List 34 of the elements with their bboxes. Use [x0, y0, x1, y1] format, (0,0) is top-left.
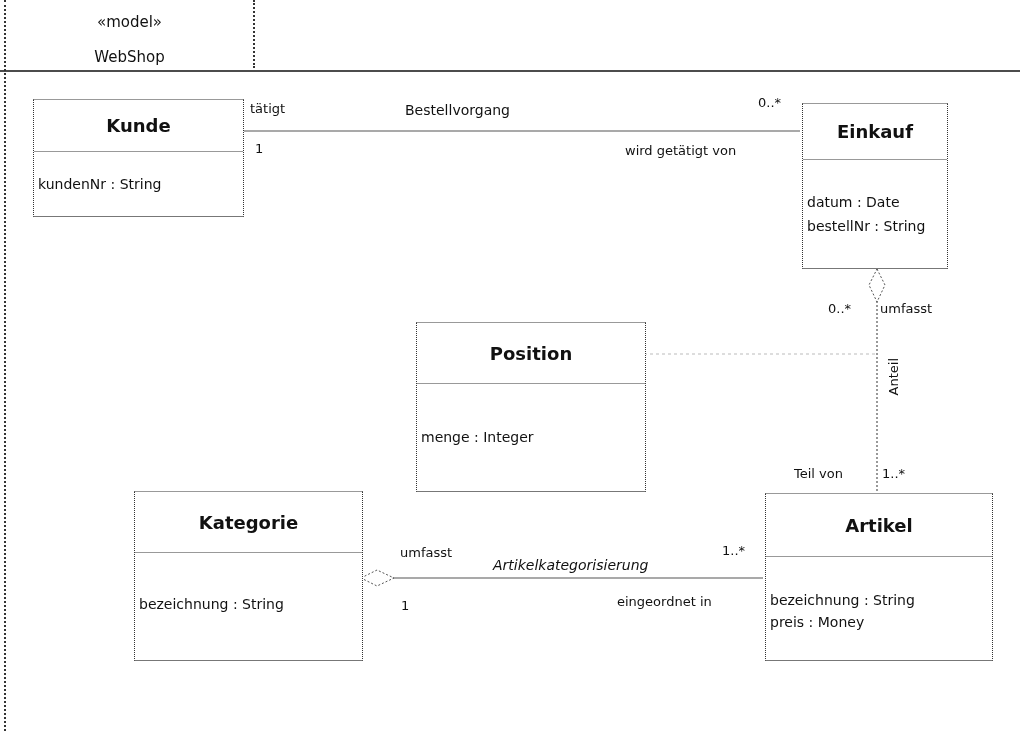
class-name: Einkauf	[836, 121, 913, 142]
role-label: Teil von	[794, 466, 843, 481]
attribute-text: preis : Money	[770, 614, 865, 630]
class-name: Position	[489, 342, 573, 364]
multiplicity-label: 1	[401, 598, 410, 613]
class-box	[765, 493, 993, 661]
role-label: Anteil	[886, 358, 901, 396]
association-name: Artikelkategorisierung	[493, 557, 649, 573]
attribute-text: menge : Integer	[421, 429, 534, 445]
class-box	[416, 322, 646, 492]
attribute-text: kundenNr : String	[38, 176, 162, 192]
package-name: WebShop	[93, 49, 166, 66]
multiplicity-label: 1	[255, 141, 264, 156]
class-name: Kategorie	[198, 511, 299, 533]
stereotype-label: «model»	[95, 14, 164, 31]
role-label: umfasst	[400, 545, 453, 560]
role-label: umfasst	[880, 301, 933, 316]
association-name: Bestellvorgang	[405, 102, 510, 118]
class-box	[33, 99, 244, 217]
class-box	[802, 103, 948, 269]
role-label: wird getätigt von	[625, 143, 737, 158]
class-box	[134, 491, 363, 661]
multiplicity-label: 0..*	[758, 95, 782, 110]
attribute-text: bestellNr : String	[807, 218, 926, 234]
class-name: Kunde	[106, 115, 171, 136]
role-label: eingeordnet in	[617, 594, 712, 609]
multiplicity-label: 0..*	[828, 301, 852, 316]
attribute-text: bezeichnung : String	[139, 596, 284, 612]
aggregation-line	[868, 268, 886, 494]
attribute-text: bezeichnung : String	[770, 592, 915, 608]
multiplicity-label: 1..*	[882, 466, 906, 481]
class-name: Artikel	[845, 514, 913, 536]
multiplicity-label: 1..*	[722, 543, 746, 558]
attribute-text: datum : Date	[807, 194, 900, 210]
